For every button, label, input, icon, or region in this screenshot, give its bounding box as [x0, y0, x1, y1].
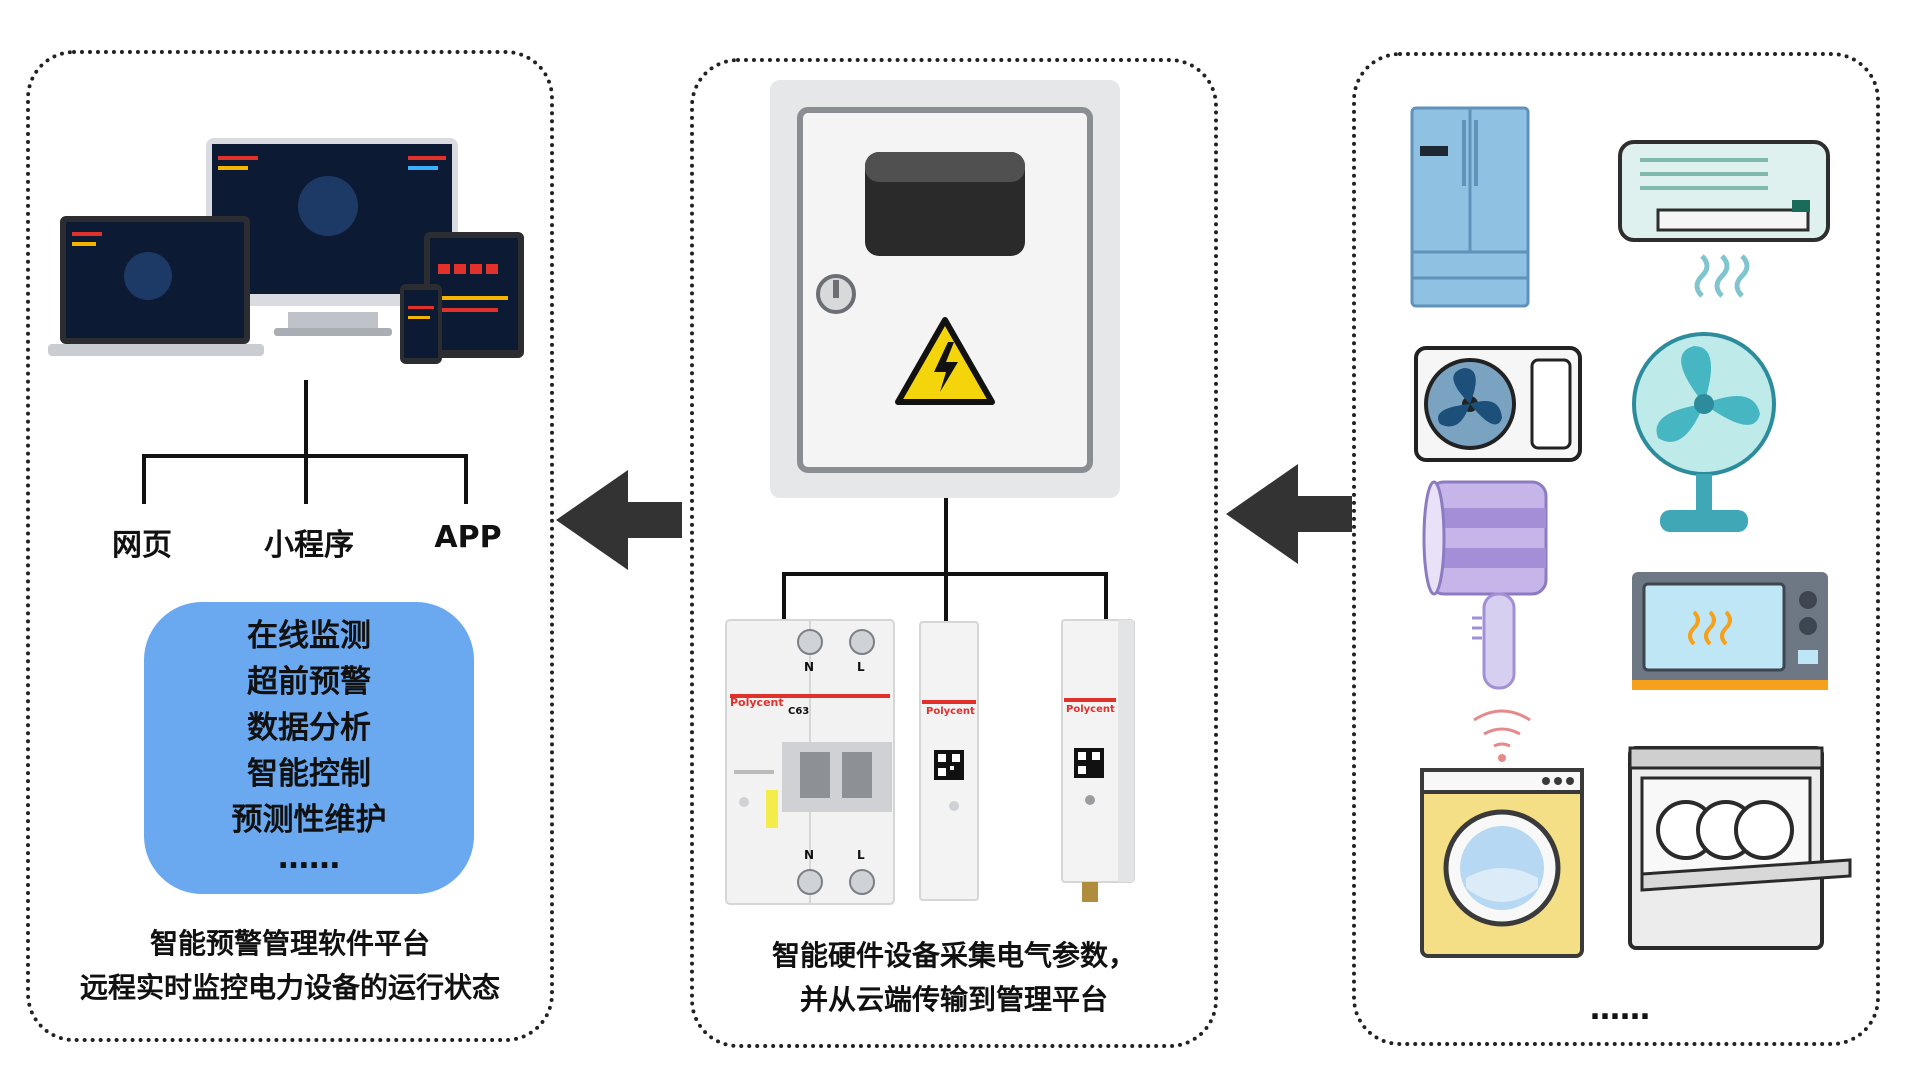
laptop-icon — [48, 216, 264, 356]
feature-more: …… — [278, 840, 340, 876]
arrow-left-icon — [556, 470, 682, 570]
dishwasher-icon — [1628, 746, 1852, 950]
outdoor-unit-icon — [1414, 346, 1582, 462]
channel-connector — [142, 380, 468, 504]
monitor-icon — [206, 138, 458, 336]
middle-caption-line1: 智能硬件设备采集电气参数， — [771, 939, 1136, 972]
microwave-icon — [1632, 572, 1828, 690]
arrow-left-icon-2 — [1226, 464, 1352, 564]
feature-online-monitoring: 在线监测 — [247, 618, 371, 654]
hair-dryer-icon — [1422, 480, 1548, 690]
feature-early-warning: 超前预警 — [247, 664, 371, 700]
smart-meter-device: Polycent — [919, 621, 979, 901]
air-conditioner-icon — [1618, 140, 1830, 298]
appliances-more: …… — [1590, 992, 1650, 1027]
refrigerator-icon — [1410, 106, 1530, 308]
smart-breaker-device: Polycent C63 N L N L — [725, 619, 895, 905]
feature-box: 在线监测 超前预警 数据分析 智能控制 预测性维护 …… — [144, 602, 474, 894]
phone-icon — [400, 284, 442, 364]
feature-smart-control: 智能控制 — [247, 756, 371, 792]
device-connector — [782, 498, 1108, 626]
left-caption-line2: 远程实时监控电力设备的运行状态 — [79, 971, 500, 1004]
washing-machine-icon — [1420, 709, 1584, 958]
device2-brand: Polycent — [926, 706, 975, 717]
hardware-panel — [690, 58, 1218, 1048]
device1-model: C63 — [788, 706, 810, 717]
software-platform-panel — [26, 50, 554, 1042]
fan-icon — [1632, 332, 1776, 532]
tablet-icon — [424, 232, 524, 358]
distribution-cabinet-icon — [770, 80, 1120, 498]
appliances-panel — [1352, 52, 1880, 1046]
terminal-top-n: N — [804, 660, 815, 674]
terminal-bottom-n: N — [804, 848, 815, 862]
feature-data-analysis: 数据分析 — [247, 710, 371, 746]
middle-caption-line2: 并从云端传输到管理平台 — [799, 983, 1108, 1016]
smart-gateway-device: Polycent — [1058, 619, 1138, 902]
feature-predictive-maintenance: 预测性维护 — [231, 802, 387, 838]
channel-app: APP — [434, 520, 502, 555]
terminal-top-l: L — [857, 660, 865, 674]
left-caption-line1: 智能预警管理软件平台 — [149, 927, 430, 960]
devices-mockup — [48, 138, 524, 364]
device3-brand: Polycent — [1066, 704, 1115, 715]
channel-mini-program: 小程序 — [264, 528, 354, 563]
channel-web: 网页 — [112, 528, 172, 563]
device1-brand: Polycent — [730, 696, 784, 709]
terminal-bottom-l: L — [857, 848, 865, 862]
